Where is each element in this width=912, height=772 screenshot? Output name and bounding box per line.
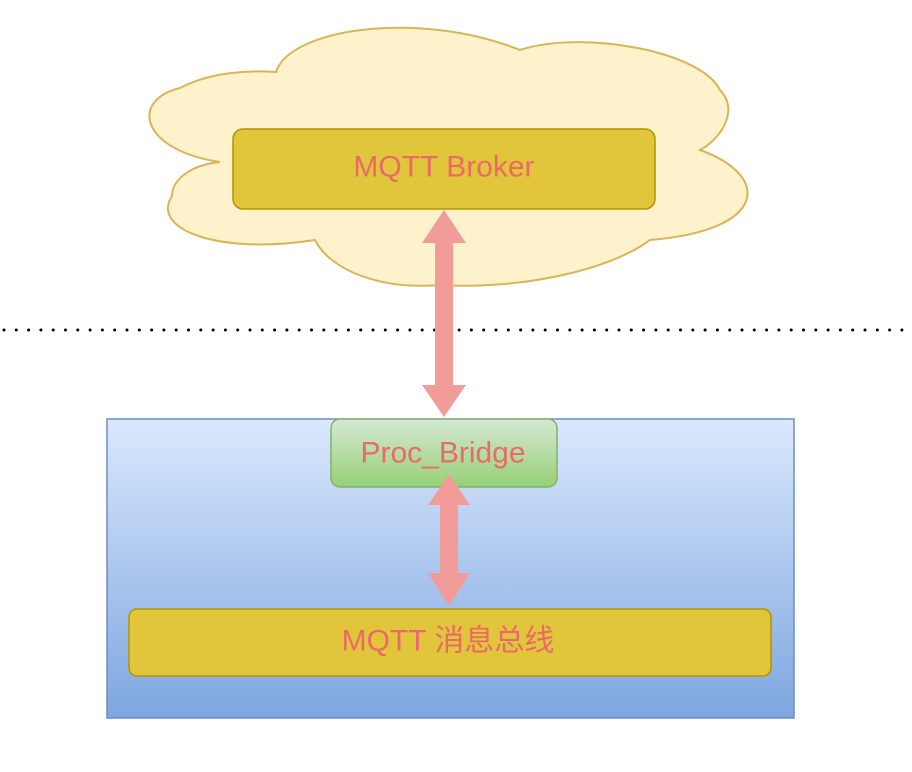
proc-bridge-label: Proc_Bridge (360, 437, 525, 470)
bridge-bus-arrow (428, 474, 470, 606)
mqtt-bus-label: MQTT 消息总线 (342, 625, 555, 658)
broker-bridge-arrow (422, 210, 466, 417)
mqtt-broker-label: MQTT Broker (353, 151, 534, 184)
mqtt-broker-node: MQTT Broker (232, 128, 656, 210)
proc-bridge-node: Proc_Bridge (330, 418, 558, 488)
mqtt-bus-node: MQTT 消息总线 (128, 608, 772, 677)
